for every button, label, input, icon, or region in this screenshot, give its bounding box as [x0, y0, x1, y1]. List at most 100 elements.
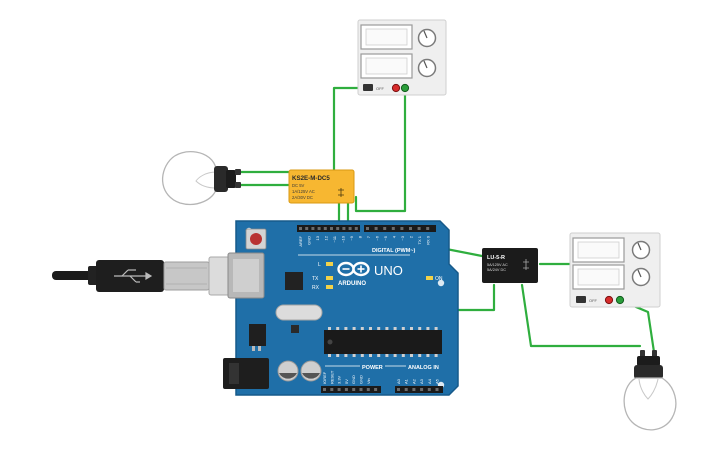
header-pin[interactable] [354, 227, 358, 230]
pin-label: 12 [324, 235, 329, 240]
chip-pin [385, 354, 389, 357]
header-pin[interactable] [352, 388, 356, 391]
led-l [326, 262, 333, 266]
pin-label: 13 [315, 235, 320, 240]
light-bulb-1[interactable] [161, 151, 241, 205]
pin-label: A3 [419, 378, 424, 384]
digital-label: DIGITAL (PWM~) [372, 248, 416, 254]
relay1-model: KS2E-M-DC5 [292, 175, 330, 182]
wire-relay2-to-bulb2[interactable] [520, 283, 642, 348]
header-pin[interactable] [366, 227, 369, 230]
chip-pin [360, 354, 364, 357]
chip-pin [336, 354, 340, 357]
header-pin[interactable] [391, 227, 395, 230]
relay-symbol-icon [523, 259, 529, 270]
arduino-uno-board[interactable]: L TX RX ON ARDUINO UNO DIGITAL (PWM~) PO… [223, 220, 459, 396]
power-switch[interactable] [363, 84, 373, 91]
pin-label: AREF [298, 235, 303, 246]
psu1-off-label: OFF [376, 86, 385, 91]
chip-pin [352, 354, 356, 357]
pin-label: ~11 [332, 235, 337, 242]
header-pin[interactable] [330, 227, 333, 230]
pin-label: ~6 [375, 235, 380, 240]
pin-label: RESET [329, 370, 334, 384]
chip-pin [360, 327, 364, 330]
power-supply-2[interactable]: OFF [569, 232, 661, 308]
terminal-red[interactable] [391, 83, 401, 93]
terminal-red[interactable] [604, 295, 614, 305]
pin-label: GND [351, 375, 356, 384]
label-rx: RX [312, 285, 320, 291]
arduino-logo-icon [337, 261, 370, 277]
header-pin[interactable] [427, 388, 431, 391]
chip-pin [401, 354, 405, 357]
header-pin[interactable] [397, 388, 400, 391]
header-pin[interactable] [409, 227, 412, 230]
header-pin[interactable] [359, 388, 363, 391]
chip-pin [426, 327, 430, 330]
pin-label: ~5 [383, 235, 388, 240]
header-pin[interactable] [299, 227, 302, 230]
relay-2[interactable]: LU-5-R 5A/125V AC 5A/24V DC [482, 248, 538, 283]
header-pin[interactable] [330, 388, 334, 391]
header-pin[interactable] [317, 227, 321, 230]
pin-label: Vin [366, 378, 371, 384]
header-pin[interactable] [426, 227, 430, 230]
header-pin[interactable] [366, 388, 370, 391]
header-pin[interactable] [404, 388, 408, 391]
header-pin[interactable] [374, 227, 378, 230]
header-pin[interactable] [344, 388, 348, 391]
pin-label: 4 [392, 235, 397, 238]
chip-pin [426, 354, 430, 357]
wire-psu1-to-relay1[interactable] [321, 86, 365, 179]
header-pin[interactable] [311, 227, 315, 230]
terminal-green[interactable] [615, 295, 625, 305]
header-pin[interactable] [323, 388, 326, 391]
pin-label: 7 [366, 235, 371, 238]
header-pin[interactable] [412, 388, 416, 391]
header-pin[interactable] [348, 227, 352, 230]
chip-pin [434, 354, 438, 357]
header-pin[interactable] [336, 227, 340, 230]
chip-pin [418, 354, 422, 357]
chip-pin [352, 327, 356, 330]
pin-label: A0 [396, 378, 401, 384]
relay-1[interactable]: KS2E-M-DC5 DC 5V 1A/125V AC 2A/30V DC [288, 169, 355, 204]
led-rx [326, 285, 333, 289]
chip-pin [328, 327, 331, 330]
pin-label: ~9 [349, 235, 354, 240]
chip-pin [401, 327, 405, 330]
header-pin[interactable] [342, 227, 346, 230]
usb-cable[interactable] [52, 256, 248, 296]
light-bulb-2[interactable] [623, 350, 677, 431]
terminal-green[interactable] [400, 83, 410, 93]
header-pin[interactable] [323, 227, 327, 230]
header-pin[interactable] [400, 227, 404, 230]
label-on: ON [435, 276, 443, 282]
header-pin[interactable] [374, 388, 378, 391]
pin-label: GND [359, 375, 364, 384]
capacitor-icon [300, 360, 322, 382]
chip-pin [385, 327, 389, 330]
chip-pin [344, 327, 348, 330]
header-pin[interactable] [305, 227, 309, 230]
chip-pin [328, 354, 331, 357]
power-supply-1[interactable]: OFF [357, 19, 447, 96]
pin-label: TX 1 [417, 235, 422, 244]
header-pin[interactable] [435, 388, 439, 391]
pin-label: GND [307, 236, 312, 245]
header-pin[interactable] [420, 388, 424, 391]
relay2-line-1: 5A/125V AC [487, 263, 508, 267]
brand-label: ARDUINO [338, 281, 366, 287]
chip-pin [393, 327, 397, 330]
pin-label: 2 [409, 235, 414, 238]
header-pin[interactable] [337, 388, 341, 391]
header-pin[interactable] [417, 227, 421, 230]
header-pin[interactable] [383, 227, 387, 230]
chip-pin [410, 354, 413, 357]
model-label: UNO [374, 263, 403, 278]
power-switch[interactable] [576, 296, 586, 303]
wire-psu1-to-relay1-b[interactable] [354, 86, 407, 213]
wire-psu2-to-bulb2[interactable] [620, 299, 656, 354]
label-l: L [318, 262, 321, 268]
